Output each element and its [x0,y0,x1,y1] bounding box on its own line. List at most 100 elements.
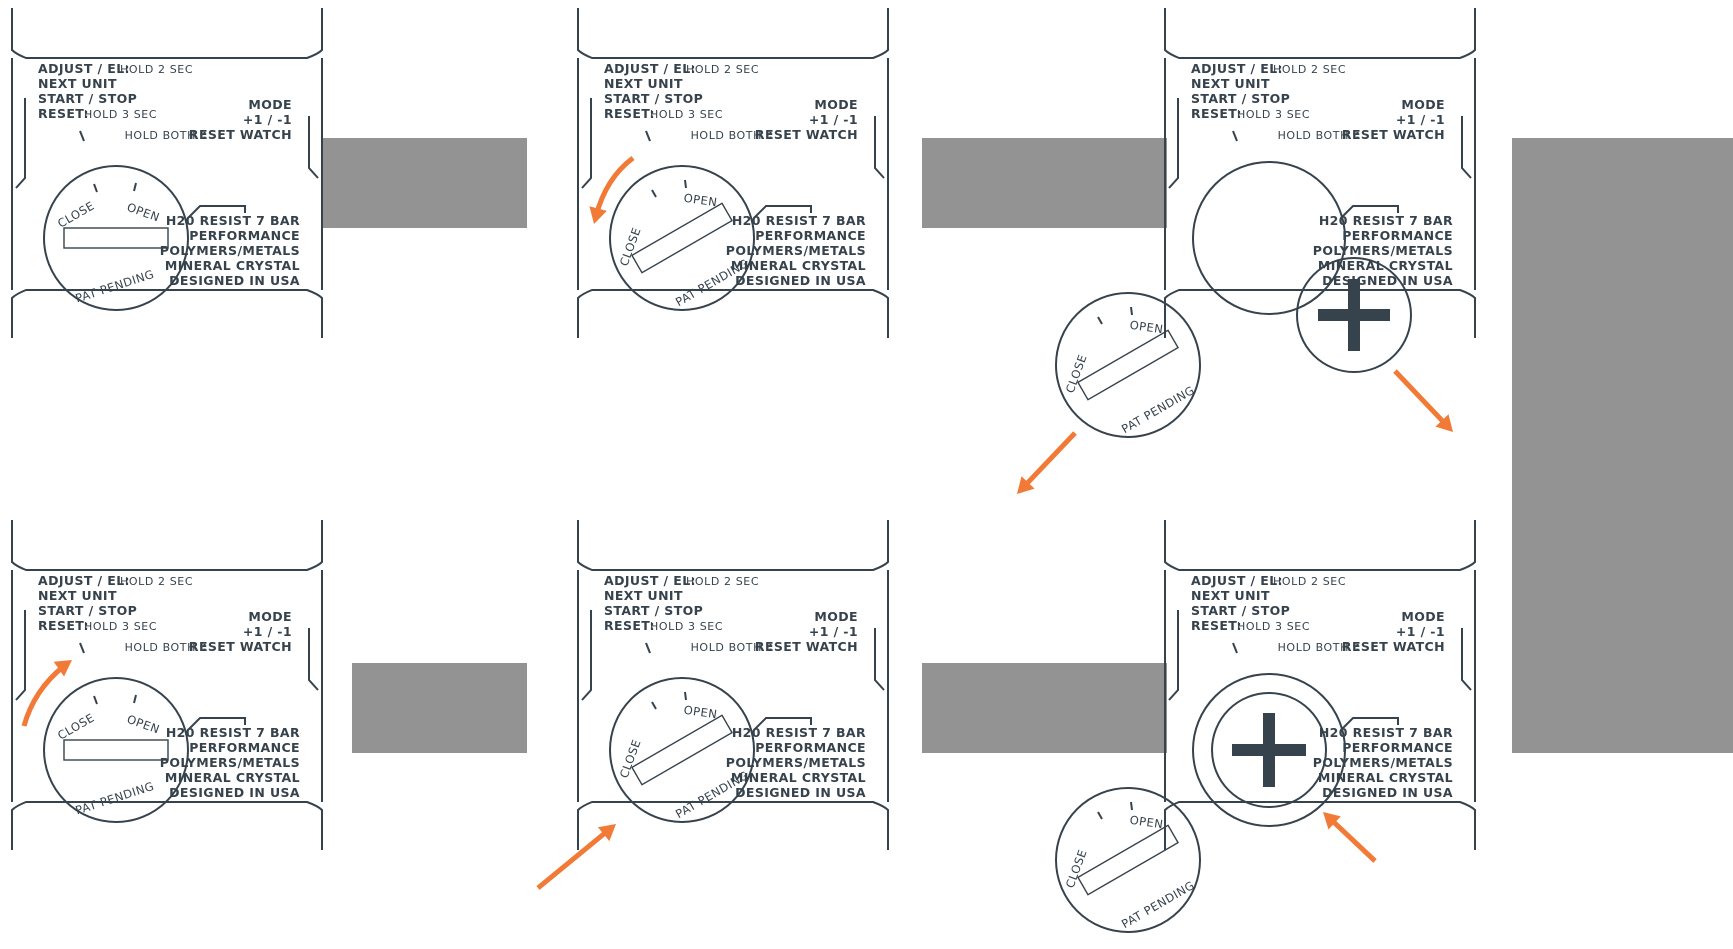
label-next-unit: NEXT UNIT [1191,76,1270,91]
label-next-unit: NEXT UNIT [604,76,683,91]
label-hold-both: HOLD BOTH [1278,129,1349,142]
label-reset-watch: RESET WATCH [1342,639,1445,654]
label-spec: DESIGNED IN USA [1322,785,1453,800]
direction-arrow-icon [1393,369,1460,439]
label-colon: : [1355,127,1360,142]
label-adjust: ADJUST / EL: [1191,573,1283,588]
label-reset: RESET: [1191,106,1242,121]
close-indicator-mark [79,130,85,142]
label-reset-hint: HOLD 3 SEC [650,108,723,121]
label-hold-both: HOLD BOTH [691,641,762,654]
rotate-arrow-icon [585,155,635,227]
close-indicator-mark [645,130,651,142]
close-indicator-mark [79,642,85,654]
strap-segment [1640,138,1733,753]
label-spec: H20 RESIST 7 BAR [166,213,300,228]
label-mode: MODE [248,609,292,624]
label-plus-minus: +1 / -1 [809,624,858,639]
label-next-unit: NEXT UNIT [604,588,683,603]
label-spec: H20 RESIST 7 BAR [1319,725,1453,740]
label-mode: MODE [1401,97,1445,112]
label-reset: RESET: [38,618,89,633]
label-reset-watch: RESET WATCH [755,127,858,142]
label-spec: MINERAL CRYSTAL [731,258,866,273]
cover-pat-pending-label: PAT PENDING [74,267,156,306]
cover-open-label: OPEN [125,712,162,737]
label-spec: MINERAL CRYSTAL [1318,258,1453,273]
rotate-arrow-icon [21,652,78,727]
label-spec: PERFORMANCE [1342,228,1453,243]
label-colon: : [768,639,773,654]
label-reset-hint: HOLD 3 SEC [84,108,157,121]
cover-close-label: CLOSE [1063,847,1090,890]
label-mode: MODE [248,97,292,112]
label-colon: : [768,127,773,142]
strap-segment [322,138,527,228]
label-start-stop: START / STOP [604,603,703,618]
label-spec: PERFORMANCE [1342,740,1453,755]
label-adjust-hint: HOLD 2 SEC [120,575,193,588]
label-start-stop: START / STOP [1191,603,1290,618]
label-spec: MINERAL CRYSTAL [165,770,300,785]
label-spec: PERFORMANCE [189,228,300,243]
label-spec: DESIGNED IN USA [1322,273,1453,288]
label-spec: DESIGNED IN USA [735,273,866,288]
cover-close-label: CLOSE [55,710,97,742]
label-adjust: ADJUST / EL: [604,573,696,588]
close-indicator-mark [1232,642,1238,654]
cover-close-label: CLOSE [617,225,644,268]
close-indicator-mark [645,642,651,654]
label-plus-minus: +1 / -1 [243,624,292,639]
strap-segment [922,138,1167,228]
label-colon: : [202,127,207,142]
label-adjust: ADJUST / EL: [1191,61,1283,76]
battery [1211,692,1327,808]
strap-segment [922,663,1167,753]
label-spec: DESIGNED IN USA [169,785,300,800]
strap-segment [1512,138,1733,665]
label-next-unit: NEXT UNIT [1191,588,1270,603]
battery-recess [1192,673,1346,827]
label-start-stop: START / STOP [38,91,137,106]
label-reset-watch: RESET WATCH [189,639,292,654]
label-reset-hint: HOLD 3 SEC [1237,108,1310,121]
label-start-stop: START / STOP [604,91,703,106]
label-spec: H20 RESIST 7 BAR [166,725,300,740]
label-reset-watch: RESET WATCH [755,639,858,654]
cover-close-label: CLOSE [1063,352,1090,395]
cover-close-label: CLOSE [55,198,97,230]
plus-icon [1232,713,1306,787]
label-hold-both: HOLD BOTH [125,641,196,654]
label-hold-both: HOLD BOTH [1278,641,1349,654]
label-reset-watch: RESET WATCH [189,127,292,142]
label-spec: POLYMERS/METALS [160,755,300,770]
battery [1296,257,1412,373]
label-plus-minus: +1 / -1 [243,112,292,127]
label-reset-hint: HOLD 3 SEC [1237,620,1310,633]
label-adjust-hint: HOLD 2 SEC [686,575,759,588]
battery-cover-closed: CLOSE OPEN PAT PENDING [43,677,189,823]
cover-pat-pending-label: PAT PENDING [74,779,156,818]
label-spec: POLYMERS/METALS [1313,755,1453,770]
label-adjust: ADJUST / EL: [604,61,696,76]
label-spec: MINERAL CRYSTAL [165,258,300,273]
label-mode: MODE [1401,609,1445,624]
label-adjust-hint: HOLD 2 SEC [1273,575,1346,588]
label-mode: MODE [814,609,858,624]
label-reset: RESET: [38,106,89,121]
label-next-unit: NEXT UNIT [38,76,117,91]
cover-open-label: OPEN [683,191,718,210]
label-plus-minus: +1 / -1 [809,112,858,127]
direction-arrow-icon [536,817,622,890]
label-spec: H20 RESIST 7 BAR [732,725,866,740]
strap-segment [352,663,527,753]
label-spec: POLYMERS/METALS [1313,243,1453,258]
label-start-stop: START / STOP [1191,91,1290,106]
